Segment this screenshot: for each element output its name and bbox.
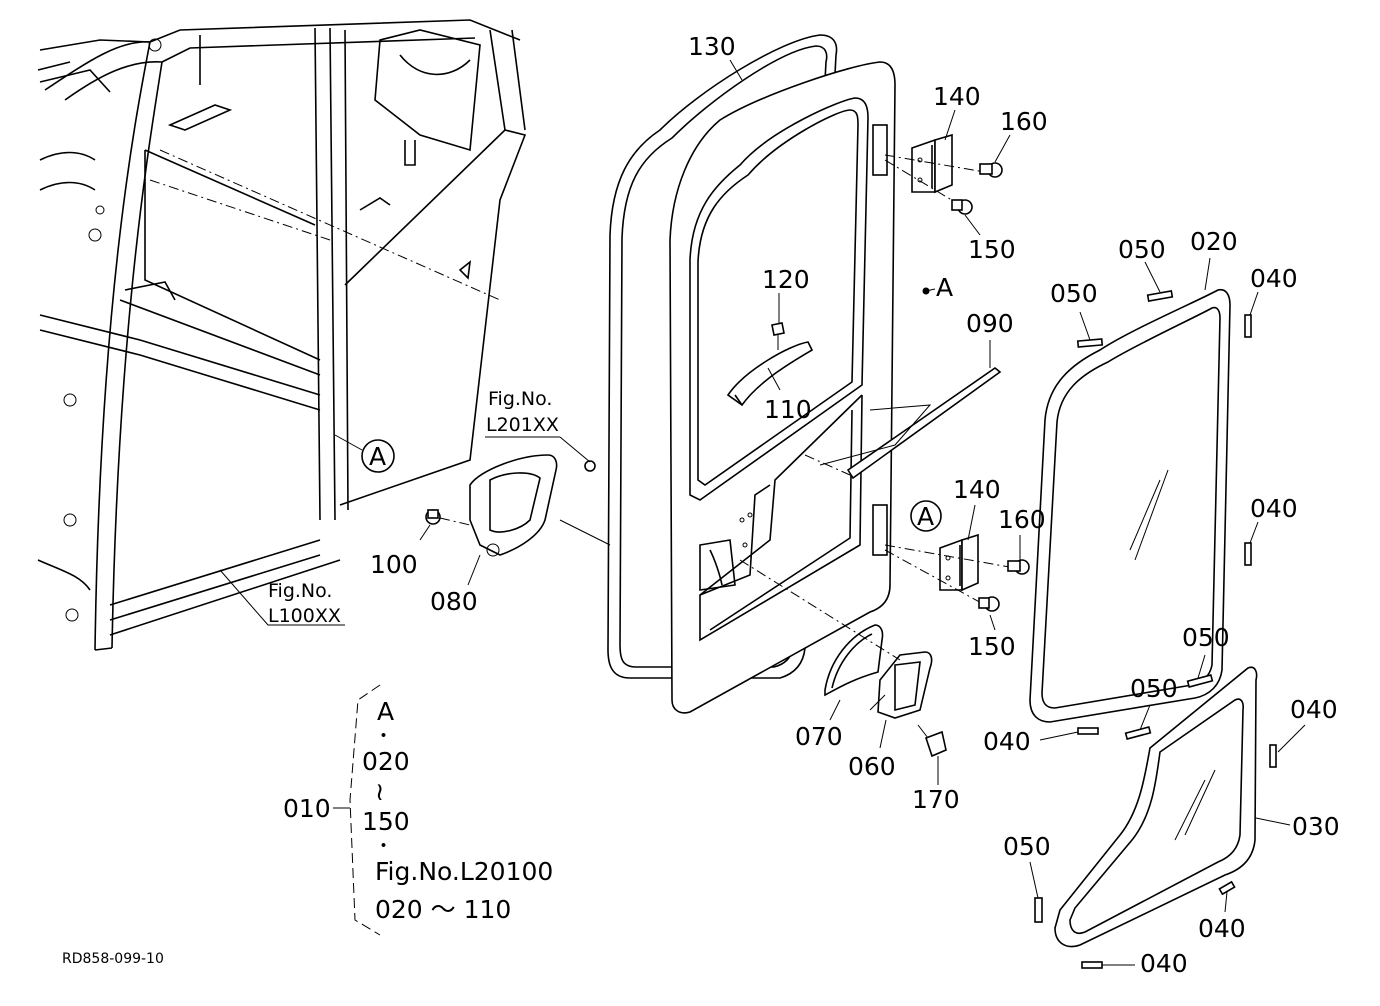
fig-ref-l100-line1: Fig.No.: [268, 580, 332, 602]
lower-hinge-140: [884, 533, 1016, 606]
callout-110: 110: [764, 395, 812, 424]
callout-050-e: 050: [1003, 832, 1051, 861]
assembly-line-1: A: [377, 697, 394, 726]
bolt-door-screw: [584, 460, 596, 472]
assembly-line-4: Fig.No.L20100: [375, 857, 553, 886]
callout-040-c: 040: [983, 727, 1031, 756]
ref-circle-a-cab: A: [369, 442, 386, 471]
callout-140-top: 140: [933, 82, 981, 111]
inner-handle-110: [726, 322, 814, 407]
assembly-number: 010: [283, 794, 331, 823]
assembly-note: 010 A ・ 020 ≀ 150 ・ Fig.No.L20100 020 ～ …: [283, 684, 553, 936]
spacer-040-a: [1244, 314, 1252, 338]
ref-mark-a: A: [936, 273, 953, 302]
spacer-040-f: [1081, 961, 1103, 969]
assembly-line-3: 150: [362, 807, 410, 836]
plate-080: [439, 454, 611, 557]
assembly-dot-2: ・: [374, 835, 393, 857]
bolt-150-top: [951, 199, 973, 215]
bolt-160-bot: [1007, 559, 1030, 575]
spacer-050-a: [1076, 338, 1104, 348]
callout-080: 080: [430, 587, 478, 616]
callout-160-bot: 160: [998, 505, 1046, 534]
callout-120: 120: [762, 265, 810, 294]
callout-040-f: 040: [1140, 949, 1188, 978]
assembly-dot-1: ・: [374, 725, 393, 747]
spacers: [1034, 290, 1277, 969]
spacer-050-e: [1034, 897, 1043, 923]
callout-040-d: 040: [1290, 695, 1338, 724]
door-seal-130: [607, 34, 838, 679]
bolt-160-top: [979, 162, 1003, 178]
callout-labels: 130 140 160 150 120 110 090 050 050 020 …: [370, 32, 1340, 978]
callout-150-bot: 150: [968, 632, 1016, 661]
callout-060: 060: [848, 752, 896, 781]
spacer-050-d: [1124, 726, 1152, 740]
spacer-040-c: [1077, 727, 1099, 735]
outer-handle-060: [739, 559, 947, 758]
glass-020: [1029, 288, 1231, 723]
figure-references: Fig.No. L201XX Fig.No. L100XX: [268, 388, 559, 627]
fig-ref-l100-line2: L100XX: [268, 605, 341, 627]
door-panel: [669, 61, 930, 714]
assembly-tilde: ≀: [375, 777, 384, 806]
callout-090: 090: [966, 309, 1014, 338]
bolt-100: [425, 509, 441, 525]
callout-040-e: 040: [1198, 914, 1246, 943]
leader-lines: [219, 59, 1306, 966]
spacer-040-d: [1269, 744, 1277, 768]
callout-160-top: 160: [1000, 107, 1048, 136]
spacer-040-e: [1218, 880, 1236, 896]
upper-hinge-140: [884, 133, 986, 206]
callout-030: 030: [1292, 812, 1340, 841]
reference-marks: A A A: [361, 273, 953, 532]
bolt-150-bot: [978, 596, 1000, 612]
callout-050-a: 050: [1050, 279, 1098, 308]
callout-150-top: 150: [968, 235, 1016, 264]
callout-050-b: 050: [1118, 235, 1166, 264]
cab-frame: [37, 19, 527, 651]
callout-040-b: 040: [1250, 494, 1298, 523]
drawing-id: RD858-099-10: [62, 951, 164, 967]
fig-ref-l201-line1: Fig.No.: [488, 388, 552, 410]
callout-020: 020: [1190, 227, 1238, 256]
callout-050-d: 050: [1130, 674, 1178, 703]
glass-030: [1054, 666, 1258, 948]
spacer-050-c: [1186, 674, 1214, 688]
fig-ref-l201-line2: L201XX: [486, 414, 559, 436]
ref-circle-a-hinge: A: [917, 502, 934, 531]
callout-130: 130: [688, 32, 736, 61]
bolts: [425, 162, 1030, 612]
spacer-040-b: [1244, 542, 1252, 566]
spacer-050-b: [1146, 290, 1174, 302]
strip-090: [804, 367, 1002, 480]
callout-050-c: 050: [1182, 623, 1230, 652]
callout-170: 170: [912, 785, 960, 814]
callout-140-bot: 140: [953, 475, 1001, 504]
assembly-line-5: 020 ～ 110: [375, 895, 511, 924]
callout-070: 070: [795, 722, 843, 751]
callout-040-a: 040: [1250, 264, 1298, 293]
assembly-line-2: 020: [362, 747, 410, 776]
callout-100: 100: [370, 550, 418, 579]
